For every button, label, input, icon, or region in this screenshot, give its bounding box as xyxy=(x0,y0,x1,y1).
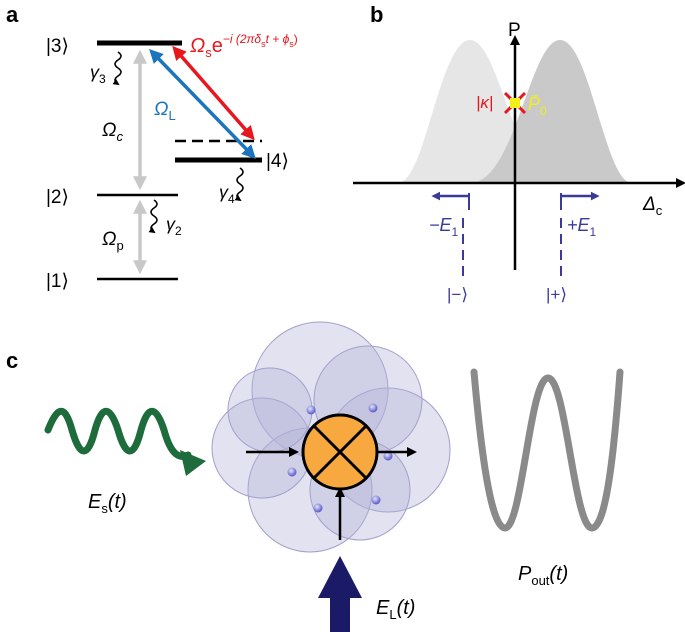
signal-arrow-s xyxy=(172,45,255,141)
local-arrow-L xyxy=(149,48,256,160)
pout-label: Pout(t) xyxy=(518,563,568,588)
p0-label: P̄0 xyxy=(528,94,547,118)
mixer-cross-b xyxy=(312,424,368,480)
ket-plus-label: |+⟩ xyxy=(546,285,567,304)
atoms xyxy=(287,403,393,513)
level-4-label: |4⟩ xyxy=(266,151,289,172)
panel-a: a |3⟩ |2⟩ |1⟩ |4⟩ Ωse−i (2πδst + ϕs) ΩL … xyxy=(6,2,298,292)
p0-marker xyxy=(510,98,520,108)
atom-dot xyxy=(371,495,381,505)
input-wave-arrowhead xyxy=(180,450,206,476)
panel-b: b P Δc |κ| P̄0 −E1 +E1 |−⟩ |+ xyxy=(353,2,685,304)
panel-c-label: c xyxy=(6,348,18,373)
gamma2-label: γ2 xyxy=(166,214,182,238)
atom-dot xyxy=(368,403,378,413)
atom-dot xyxy=(287,467,297,477)
omega-c-label: Ωc xyxy=(102,120,123,144)
y-axis-label: P xyxy=(508,20,521,41)
panel-b-label: b xyxy=(370,2,383,27)
decay-gamma2-icon xyxy=(148,199,158,234)
atom-dot xyxy=(383,451,393,461)
panel-a-label: a xyxy=(6,2,19,27)
level-3-label: |3⟩ xyxy=(46,36,69,57)
atom-dot xyxy=(313,503,323,513)
level-1-label: |1⟩ xyxy=(46,271,69,292)
omega-p-label: Ωp xyxy=(102,229,124,253)
gamma4-label: γ4 xyxy=(219,182,235,206)
omega-L-label: ΩL xyxy=(154,99,176,123)
minus-e1-label: −E1 xyxy=(429,215,459,239)
level-2-label: |2⟩ xyxy=(46,187,69,208)
right-peak xyxy=(470,40,632,183)
el-label: EL(t) xyxy=(376,597,415,622)
panel-c: c Es(t) xyxy=(6,321,624,632)
input-wave xyxy=(44,407,192,460)
local-field-arrow-icon xyxy=(318,556,362,632)
output-signal xyxy=(470,368,624,532)
es-label: Es(t) xyxy=(88,491,127,516)
atom-dot xyxy=(306,405,316,415)
omega-s-label: Ωse−i (2πδst + ϕs) xyxy=(190,32,298,60)
plus-e1-label: +E1 xyxy=(567,215,597,239)
decay-gamma4-icon xyxy=(234,167,244,202)
x-axis-label: Δc xyxy=(642,194,663,218)
gamma3-label: γ3 xyxy=(90,62,106,86)
ket-minus-label: |−⟩ xyxy=(447,285,468,304)
kappa-label: |κ| xyxy=(476,93,493,112)
decay-gamma3-icon xyxy=(112,51,122,86)
